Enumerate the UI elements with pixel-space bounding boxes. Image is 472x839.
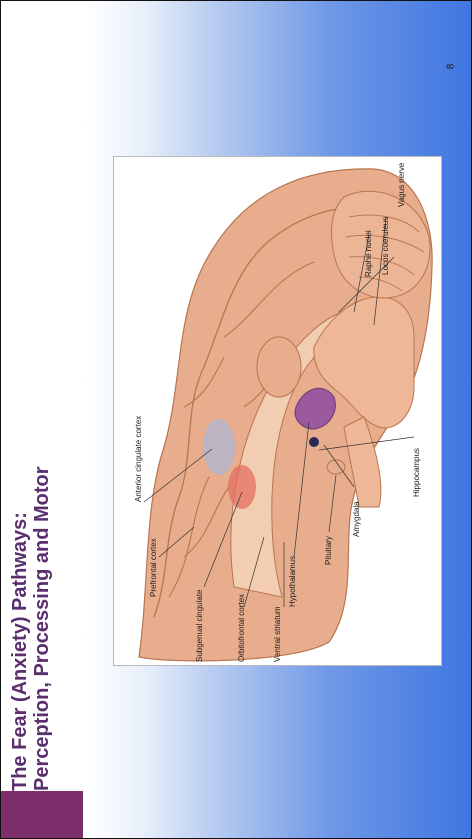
label-ventral-striatum: Ventral striatum [273, 606, 282, 662]
slide-number: 8 [445, 64, 456, 70]
label-hippocampus: Hippocampus [412, 448, 421, 497]
label-subgenual: Subgenual cingulate [195, 589, 204, 662]
slide-title: The Fear (Anxiety) Pathways: Perception,… [9, 11, 79, 791]
accent-bar [1, 791, 83, 838]
label-orbitofrontal: Orbitofrontal cortex [237, 594, 246, 662]
title-line-2: Perception, Processing and Motor [31, 11, 53, 791]
label-anterior-cingulate: Anterior cingulate cortex [134, 416, 143, 502]
label-pituitary: Pituitary [324, 536, 333, 565]
label-hypothalamus: Hypothalamus [288, 556, 297, 607]
title-line-1: The Fear (Anxiety) Pathways: [9, 11, 31, 791]
label-vagus-nerve: Vagus nerve [397, 162, 406, 207]
label-amygdala: Amygdala [352, 501, 361, 537]
brain-illustration: Anterior cingulate cortex Prefrontal cor… [114, 157, 441, 665]
label-raphe-nuclei: Raphe nuclei [364, 230, 373, 277]
label-locus-coeruleus: Locus coeruleus [381, 217, 390, 275]
brain-figure: Anterior cingulate cortex Prefrontal cor… [113, 156, 442, 666]
label-prefrontal: Prefrontal cortex [149, 538, 158, 597]
